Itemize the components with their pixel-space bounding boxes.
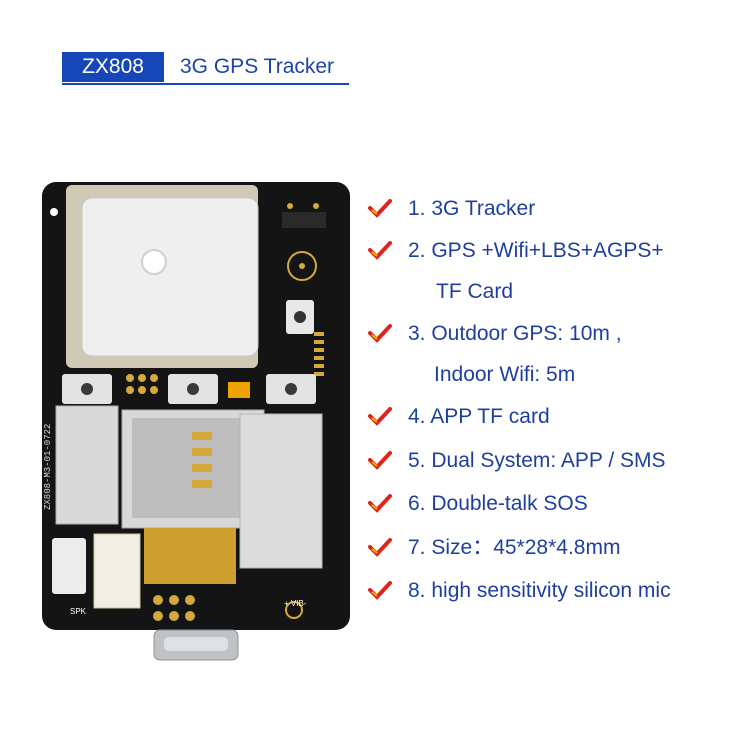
checkmark-icon bbox=[368, 538, 392, 557]
spk-label: SPK bbox=[70, 607, 87, 616]
checkmark-icon bbox=[368, 581, 392, 600]
checkmark-icon bbox=[368, 494, 392, 513]
vib-label: + VIB- bbox=[284, 599, 307, 608]
checkmark-icon bbox=[368, 324, 392, 343]
product-title: ZX808 3G GPS Tracker bbox=[62, 52, 349, 86]
feature-text: 7. Size：45*28*4.8mm bbox=[408, 536, 621, 559]
feature-text: 6. Double-talk SOS bbox=[408, 492, 588, 515]
feature-continuation: TF Card bbox=[436, 280, 514, 303]
feature-text: 4. APP TF card bbox=[408, 405, 550, 428]
checkmark-icon bbox=[368, 451, 392, 470]
model-badge: ZX808 bbox=[62, 52, 164, 82]
feature-continuation: Indoor Wifi: 5m bbox=[434, 363, 576, 386]
title-underline bbox=[62, 83, 349, 85]
pcb-board-image: ZX808-M3-01-0722 SPK + VIB- bbox=[42, 182, 350, 666]
feature-list: 1. 3G Tracker 2. GPS +Wifi+LBS+AGPS+ TF … bbox=[368, 0, 748, 750]
feature-text: 8. high sensitivity silicon mic bbox=[408, 579, 671, 602]
feature-text: 2. GPS +Wifi+LBS+AGPS+ bbox=[408, 239, 664, 262]
feature-text: 3. Outdoor GPS: 10m , bbox=[408, 322, 622, 345]
checkmark-icon bbox=[368, 241, 392, 260]
feature-text: 5. Dual System: APP / SMS bbox=[408, 449, 666, 472]
feature-text: 1. 3G Tracker bbox=[408, 197, 536, 220]
pcb-id-label: ZX808-M3-01-0722 bbox=[43, 424, 53, 510]
checkmark-icon bbox=[368, 199, 392, 218]
product-subtitle: 3G GPS Tracker bbox=[180, 55, 335, 78]
checkmark-icon bbox=[368, 407, 392, 426]
